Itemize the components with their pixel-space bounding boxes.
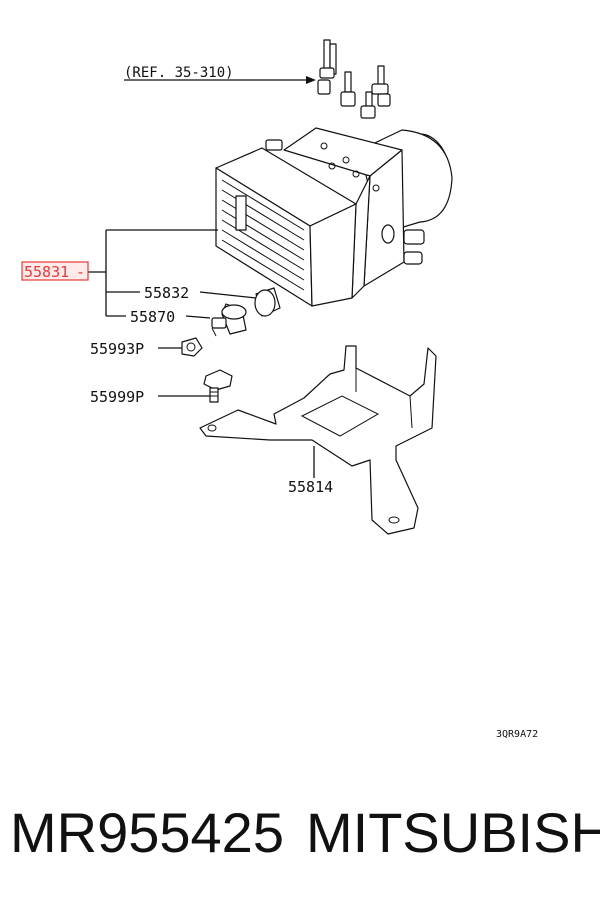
callout-55814[interactable]: 55814 xyxy=(288,478,333,496)
footer: MR955425 MITSUBISHI xyxy=(0,800,600,880)
flange-bolt-part xyxy=(203,369,233,403)
flange-nut-part xyxy=(181,337,203,357)
rubber-bushing-part xyxy=(254,287,281,317)
callout-leaders xyxy=(88,229,315,478)
callout-55993p[interactable]: 55993P xyxy=(90,340,144,358)
callout-55999p[interactable]: 55999P xyxy=(90,388,144,406)
part-number: MR955425 xyxy=(10,801,284,864)
mounting-bracket-part xyxy=(199,345,437,535)
brand-name: MITSUBISHI xyxy=(306,801,600,864)
reference-note: (REF. 35-310) xyxy=(124,65,234,81)
reference-arrow xyxy=(124,76,316,84)
callout-55870[interactable]: 55870 xyxy=(130,308,175,326)
brake-pipe-fittings xyxy=(317,39,391,119)
callout-55831-dash: - xyxy=(76,263,85,281)
callout-55831[interactable]: 55831 xyxy=(24,263,69,281)
highlight-box xyxy=(21,261,89,281)
drawing-code: 3QR9A72 xyxy=(496,729,538,740)
mounting-stud-part xyxy=(211,303,247,337)
callout-55832[interactable]: 55832 xyxy=(144,284,189,302)
hydraulic-unit xyxy=(215,127,453,307)
